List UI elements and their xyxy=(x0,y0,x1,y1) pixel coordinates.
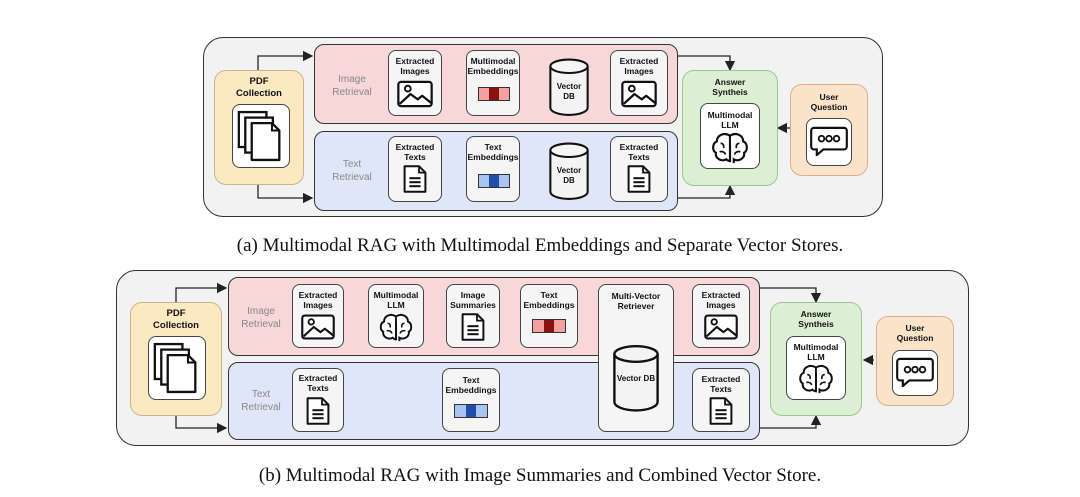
text-retrieval-title: Text Retrieval xyxy=(241,389,281,413)
embedding-vector-blue xyxy=(454,404,488,418)
multimodal-llm-label: Multimodal LLM xyxy=(707,110,753,130)
text-embeddings-label: Text Embeddings xyxy=(445,375,497,395)
vector-db-label: Vector DB xyxy=(616,374,656,383)
extracted-images-label: Extracted Images xyxy=(298,290,338,310)
pdf-collection-label: PDF Collection xyxy=(236,76,282,99)
image-icon xyxy=(704,314,738,340)
brain-icon xyxy=(798,364,834,394)
vector-db-label: Vector DB xyxy=(556,82,582,101)
extracted-texts-label: Extracted Texts xyxy=(395,142,435,162)
chat-bubble-icon xyxy=(896,357,934,387)
answer-synthesis-title: Answer Syntheis xyxy=(798,309,834,329)
caption-b: (b) Multimodal RAG with Image Summaries … xyxy=(258,465,822,486)
user-question-label: User Question xyxy=(810,92,848,112)
extracted-texts-output-label: Extracted Texts xyxy=(701,374,741,394)
brain-icon xyxy=(379,313,413,342)
documents-icon xyxy=(153,342,199,394)
image-retrieval-title: Image Retrieval xyxy=(332,74,372,98)
extracted-texts-output-label: Extracted Texts xyxy=(619,142,659,162)
text-embeddings-top-card xyxy=(520,284,578,348)
caption-a: (a) Multimodal RAG with Multimodal Embed… xyxy=(236,235,844,256)
multi-vector-retriever-label: Multi-Vector Retriever xyxy=(611,291,661,311)
image-icon xyxy=(301,314,335,340)
image-summaries-label: Image Summaries xyxy=(450,290,496,310)
multimodal-embeddings-label: Multimodal Embeddings xyxy=(467,56,519,76)
extracted-images-output-label: Extracted Images xyxy=(701,290,741,310)
embedding-vector-red xyxy=(478,87,510,101)
embedding-vector-red xyxy=(532,319,566,333)
extracted-images-label: Extracted Images xyxy=(395,56,435,76)
text-embeddings-label: Text Embeddings xyxy=(467,142,519,162)
image-retrieval-title: Image Retrieval xyxy=(241,306,281,330)
text-embeddings-card xyxy=(466,136,520,202)
multimodal-embeddings-card xyxy=(466,50,520,116)
text-embeddings-top-label: Text Embeddings xyxy=(523,290,575,310)
document-icon xyxy=(709,396,733,426)
user-question-label: User Question xyxy=(896,323,934,343)
document-icon xyxy=(306,396,330,426)
vector-db-label: Vector DB xyxy=(556,166,582,185)
text-embeddings-card xyxy=(442,368,500,432)
extracted-texts-label: Extracted Texts xyxy=(298,373,338,393)
pdf-collection-label: PDF Collection xyxy=(153,308,199,331)
answer-synthesis-title: Answer Syntheis xyxy=(712,77,748,97)
document-icon xyxy=(461,312,485,342)
text-retrieval-title: Text Retrieval xyxy=(332,159,372,183)
embedding-vector-blue xyxy=(478,174,510,188)
multimodal-llm-label: Multimodal LLM xyxy=(793,342,839,362)
multimodal-llm-step-label: Multimodal LLM xyxy=(373,290,419,310)
extracted-images-output-label: Extracted Images xyxy=(619,56,659,76)
